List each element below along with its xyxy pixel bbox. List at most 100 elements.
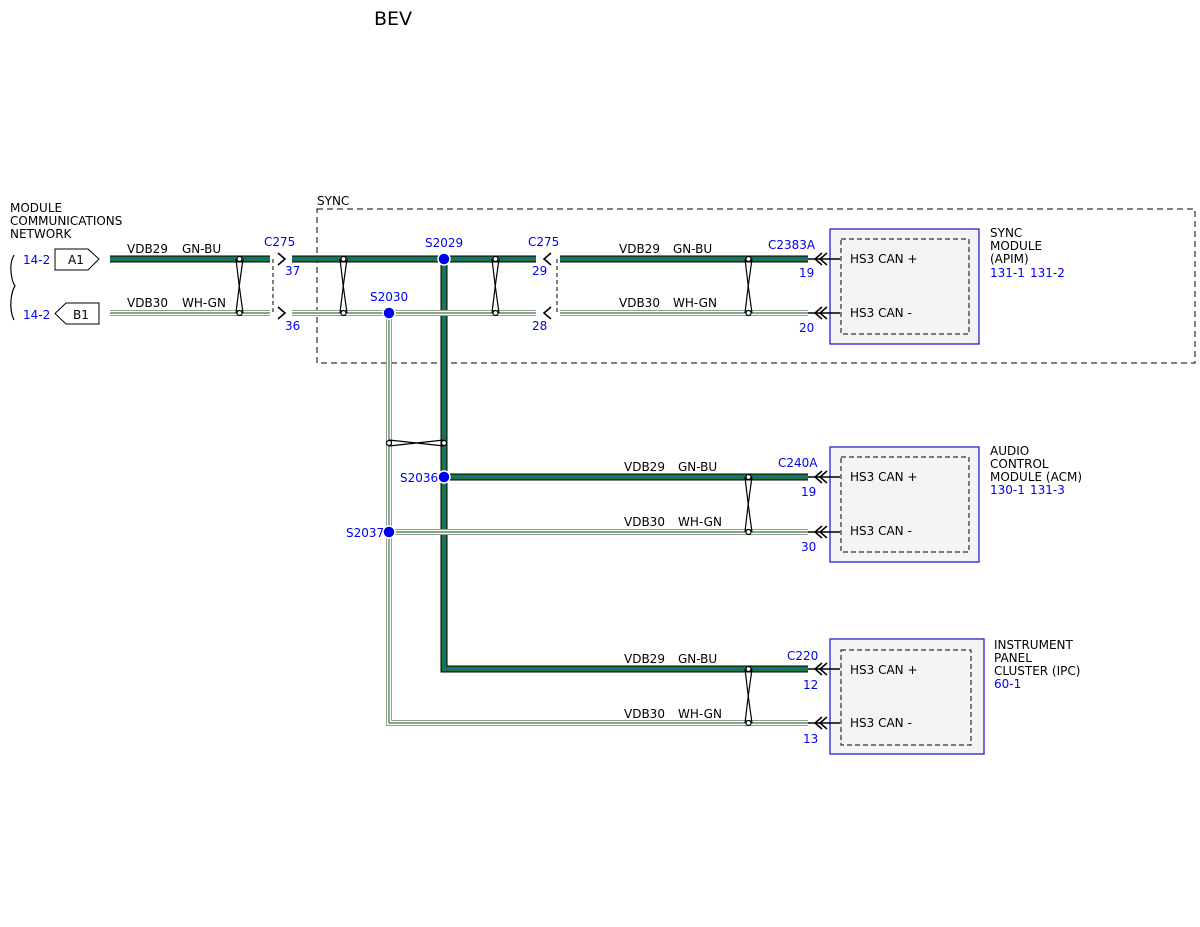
connector-c240a-name[interactable]: C240A xyxy=(778,456,818,470)
splice-s2036-dot xyxy=(437,470,451,484)
splice-s2030-label[interactable]: S2030 xyxy=(370,290,408,304)
wire-label-color: GN-BU xyxy=(673,242,712,256)
module-sync-ref-1[interactable]: 131-1 xyxy=(990,266,1025,280)
connector-c275-in-name[interactable]: C275 xyxy=(264,235,295,249)
connector-a1-arrow-icon xyxy=(54,248,100,271)
wire-label-color: GN-BU xyxy=(678,652,717,666)
module-sync-apim xyxy=(808,228,980,345)
module-sync-name-line-3: (APIM) xyxy=(990,252,1029,266)
network-label-line-2: COMMUNICATIONS xyxy=(10,214,122,228)
wire-label-color: WH-GN xyxy=(678,515,722,529)
module-acm-pin-low: 30 xyxy=(801,540,816,554)
module-acm-pin-high-label: HS3 CAN + xyxy=(850,470,918,484)
connector-c275-pin-29: 29 xyxy=(532,264,547,278)
module-inner-box xyxy=(840,456,970,553)
twisted-pair-icon xyxy=(235,255,244,317)
module-ipc-name-line-3: CLUSTER (IPC) xyxy=(994,664,1080,678)
network-label-line-3: NETWORK xyxy=(10,227,73,241)
splice-s2036-label[interactable]: S2036 xyxy=(400,471,438,485)
module-acm-ref-1[interactable]: 130-1 xyxy=(990,483,1025,497)
wire-labels: VDB29 GN-BU VDB30 WH-GN VDB29 GN-BU VDB3… xyxy=(127,242,722,721)
can-low-wires xyxy=(110,310,808,726)
twisted-pair-icon xyxy=(744,665,753,727)
input-a1-connector: A1 xyxy=(68,253,84,267)
module-ipc-name-line-2: PANEL xyxy=(994,651,1032,665)
connector-c275-out-icon xyxy=(542,252,558,320)
connector-c275-inline-icon xyxy=(272,252,287,320)
wire-label-color: GN-BU xyxy=(678,460,717,474)
connector-b1-arrow-icon xyxy=(54,302,100,325)
wire-label-color: WH-GN xyxy=(678,707,722,721)
module-box xyxy=(829,638,985,755)
module-sync-ref-2[interactable]: 131-2 xyxy=(1030,266,1065,280)
connector-c275-pin-36: 36 xyxy=(285,319,300,333)
module-ipc-pin-high: 12 xyxy=(803,678,818,692)
twisted-pair-icon xyxy=(339,255,348,317)
pin-arrow-icon xyxy=(808,662,840,676)
module-sync-pin-high-label: HS3 CAN + xyxy=(850,252,918,266)
module-sync-name-line-1: SYNC xyxy=(990,226,1022,240)
connector-c275-out-name[interactable]: C275 xyxy=(528,235,559,249)
wire-label-color: WH-GN xyxy=(182,296,226,310)
twisted-pair-icons xyxy=(235,255,753,727)
twisted-pair-icon xyxy=(744,473,753,536)
wire-vdb30-trunk xyxy=(386,313,808,726)
module-sync-pin-low-label: HS3 CAN - xyxy=(850,306,912,320)
connector-c220-name[interactable]: C220 xyxy=(787,649,818,663)
splice-s2030-dot xyxy=(382,306,396,320)
splices xyxy=(382,252,451,539)
module-ipc-name-line-1: INSTRUMENT xyxy=(994,638,1073,652)
connector-c2383a-name[interactable]: C2383A xyxy=(768,238,816,252)
connector-c275-pin-37: 37 xyxy=(285,264,300,278)
splice-s2029-label[interactable]: S2029 xyxy=(425,236,463,250)
network-label-line-1: MODULE xyxy=(10,201,62,215)
wire-label-color: GN-BU xyxy=(182,242,221,256)
input-b1-connector: B1 xyxy=(73,308,89,322)
pin-arrow-icon xyxy=(808,306,840,320)
wire-label-color: WH-GN xyxy=(673,296,717,310)
sync-region-box xyxy=(316,208,1196,364)
wire-label-circuit: VDB29 xyxy=(624,460,665,474)
wire-label-circuit: VDB30 xyxy=(127,296,168,310)
module-inner-box xyxy=(840,649,972,746)
module-acm xyxy=(808,446,980,563)
twisted-pair-icon xyxy=(491,255,500,317)
module-acm-pin-high: 19 xyxy=(801,485,816,499)
module-sync-name-line-2: MODULE xyxy=(990,239,1042,253)
module-ipc xyxy=(808,638,985,755)
module-box xyxy=(829,228,980,345)
wire-label-circuit: VDB29 xyxy=(127,242,168,256)
input-b1-page-ref[interactable]: 14-2 xyxy=(23,308,50,322)
splice-s2029-dot xyxy=(437,252,451,266)
wire-label-circuit: VDB30 xyxy=(624,515,665,529)
module-ipc-ref-1[interactable]: 60-1 xyxy=(994,677,1021,691)
module-ipc-pin-low: 13 xyxy=(803,732,818,746)
module-sync-pin-high: 19 xyxy=(799,266,814,280)
pin-arrow-icon xyxy=(808,470,840,484)
wire-label-circuit: VDB29 xyxy=(624,652,665,666)
diagram-title: BEV xyxy=(374,8,412,30)
input-a1-page-ref[interactable]: 14-2 xyxy=(23,253,50,267)
twisted-pair-icon xyxy=(385,439,448,447)
module-acm-pin-low-label: HS3 CAN - xyxy=(850,524,912,538)
module-ipc-pin-high-label: HS3 CAN + xyxy=(850,663,918,677)
module-sync-pin-low: 20 xyxy=(799,321,814,335)
pin-arrow-icon xyxy=(808,252,840,266)
module-acm-name-line-1: AUDIO xyxy=(990,444,1029,458)
splice-s2037-label[interactable]: S2037 xyxy=(346,526,384,540)
pin-arrow-icon xyxy=(808,525,840,539)
module-inner-box xyxy=(840,238,970,335)
module-ipc-pin-low-label: HS3 CAN - xyxy=(850,716,912,730)
sync-region-label: SYNC xyxy=(317,194,349,208)
module-acm-name-line-3: MODULE (ACM) xyxy=(990,470,1082,484)
wire-label-circuit: VDB30 xyxy=(624,707,665,721)
splice-s2037-dot xyxy=(382,525,396,539)
twisted-pair-icon xyxy=(744,255,753,317)
module-acm-ref-2[interactable]: 131-3 xyxy=(1030,483,1065,497)
network-brace xyxy=(10,254,16,321)
wire-label-circuit: VDB30 xyxy=(619,296,660,310)
pin-arrow-icon xyxy=(808,716,840,730)
module-acm-name-line-2: CONTROL xyxy=(990,457,1049,471)
